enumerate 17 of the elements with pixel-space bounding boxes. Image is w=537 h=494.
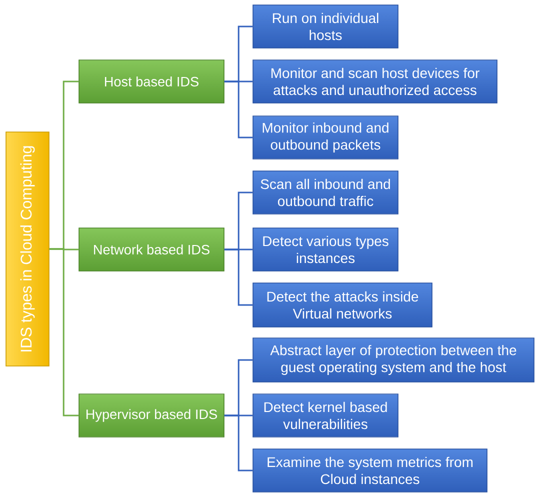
description-box: Detect kernel based vulnerabilities bbox=[252, 394, 398, 438]
connector-line bbox=[224, 248, 253, 306]
description-box: Monitor and scan host devices for attacks and unauthorized access bbox=[252, 60, 498, 104]
category-box: Host based IDS bbox=[78, 60, 224, 104]
category-box: Hypervisor based IDS bbox=[78, 394, 224, 438]
description-box: Run on individual hosts bbox=[252, 4, 398, 48]
connector-line bbox=[224, 414, 253, 472]
description-box: Detect the attacks inside Virtual networks bbox=[252, 282, 432, 328]
description-box: Scan all inbound and outbound traffic bbox=[252, 170, 398, 214]
connector-line bbox=[49, 248, 79, 416]
connector-line bbox=[224, 80, 253, 138]
title-box: IDS types in Cloud Computing bbox=[6, 132, 50, 366]
description-box: Abstract layer of protection between the guest operating system and the host bbox=[252, 338, 534, 382]
description-box: Examine the system metrics from Cloud instances bbox=[252, 448, 488, 492]
description-box: Detect various types instances bbox=[252, 228, 398, 272]
category-box: Network based IDS bbox=[78, 228, 224, 272]
description-box: Monitor inbound and outbound packets bbox=[252, 116, 398, 160]
